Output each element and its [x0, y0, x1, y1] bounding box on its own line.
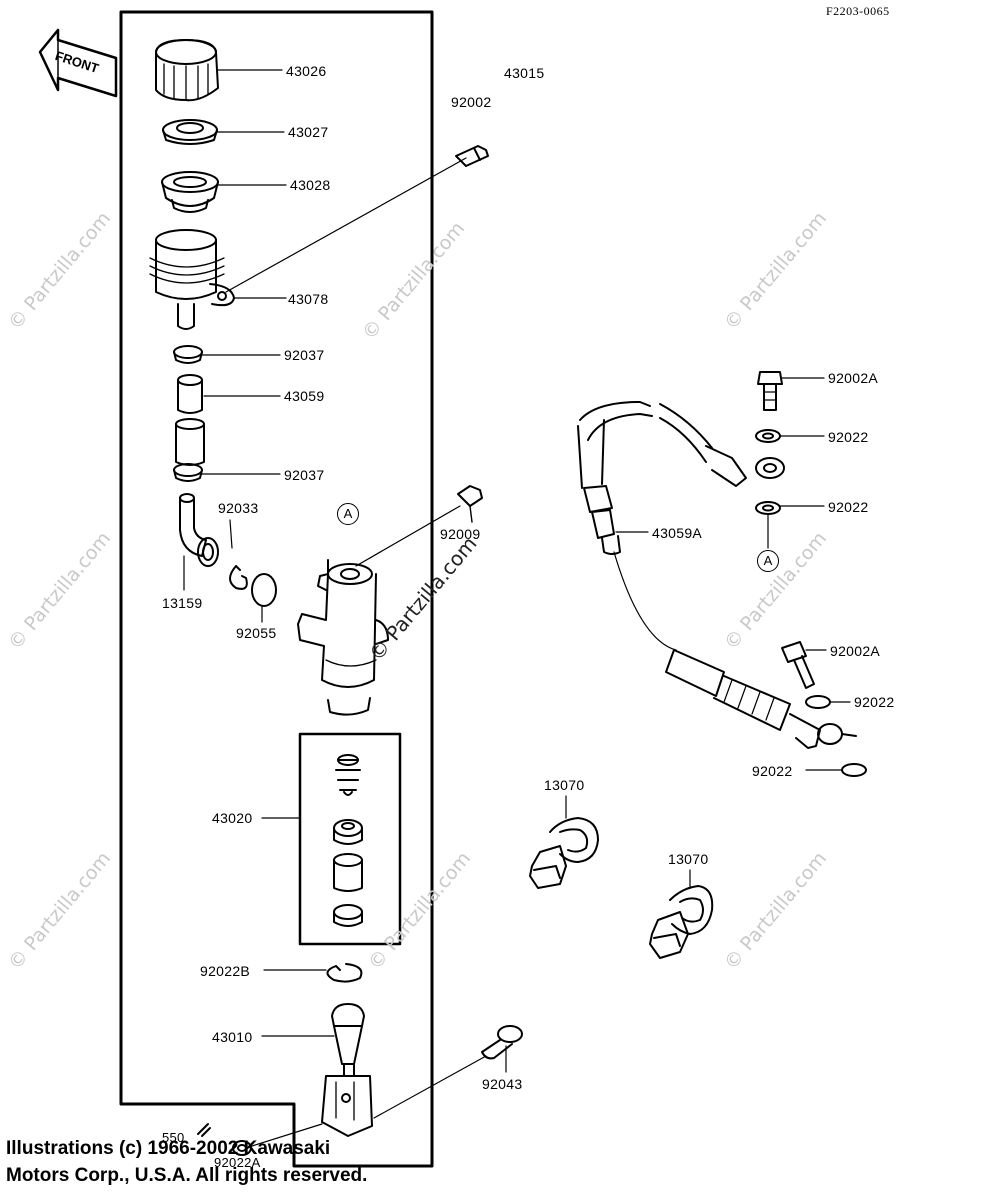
leader-92043-pin [373, 1055, 487, 1119]
circlip-92022B-part [326, 963, 363, 983]
secondary-cup-part [333, 904, 363, 927]
washer-92022-d-part [841, 763, 867, 777]
piston-cup-part [333, 819, 363, 845]
part-label-43015: 43015 [504, 65, 545, 81]
part-label-13070-b: 13070 [668, 851, 709, 867]
part-label-92037-top: 92037 [284, 347, 325, 363]
diaphragm-plate-part [162, 119, 218, 145]
callout-a-left: A [337, 503, 359, 525]
push-rod-part [321, 1003, 373, 1137]
part-label-92022-c: 92022 [854, 694, 895, 710]
brake-hose-part [577, 401, 785, 555]
master-cylinder-body-part [297, 559, 389, 716]
part-label-43020: 43020 [212, 810, 253, 826]
leader-92033 [229, 519, 233, 549]
spring-part [335, 754, 361, 796]
part-label-43078: 43078 [288, 291, 329, 307]
copyright-notice: Illustrations (c) 1966-2002 Kawasaki Mot… [6, 1135, 367, 1189]
o-ring-92055-part [251, 573, 277, 607]
reservoir-cap-part [155, 39, 219, 102]
washer-92022-a-part [755, 429, 781, 443]
piston-kit-box [298, 732, 402, 946]
part-label-92022B: 92022B [200, 963, 251, 979]
leader-washer-to-rod [251, 1123, 323, 1147]
clevis-pin-part [481, 1025, 523, 1060]
part-label-92009: 92009 [440, 526, 481, 542]
elbow-fitting-part [179, 493, 219, 567]
part-label-92022-d: 92022 [752, 763, 793, 779]
hose-clamp-top-part [173, 345, 203, 364]
diagram-code: F2203-0065 [826, 4, 890, 18]
part-label-92002A-mid: 92002A [830, 643, 881, 659]
part-label-92043: 92043 [482, 1076, 523, 1092]
part-label-43010: 43010 [212, 1029, 253, 1045]
part-label-43026: 43026 [286, 63, 327, 79]
hose-continuation-line [613, 551, 677, 651]
part-label-43027: 43027 [288, 124, 329, 140]
assembly-outline-frame [119, 10, 434, 1168]
hose-guide-clamp-a-part [529, 817, 599, 889]
part-label-92002A-top: 92002A [828, 370, 879, 386]
part-label-92022-a: 92022 [828, 429, 869, 445]
part-label-550: 550 [162, 1130, 185, 1145]
part-label-43028: 43028 [290, 177, 331, 193]
hose-guide-clamp-b-part [649, 885, 714, 959]
part-label-92022-b: 92022 [828, 499, 869, 515]
piston-part [333, 853, 363, 892]
banjo-bolt-mid-part [781, 641, 815, 689]
bolt-92002-part [455, 145, 489, 167]
callout-a-right: A [757, 550, 779, 572]
front-arrow-badge [38, 28, 118, 98]
snap-ring-92033-part [229, 565, 248, 590]
washer-92022-c-part [805, 695, 831, 709]
leader-92002-bolt [225, 157, 467, 293]
part-label-13070-a: 13070 [544, 777, 585, 793]
reservoir-body-part [149, 229, 235, 330]
copyright-line-2: Motors Corp., U.S.A. All rights reserved… [6, 1165, 368, 1186]
part-label-92033: 92033 [218, 500, 259, 516]
brake-hose-lower-end-part [665, 649, 857, 749]
hose-clamp-bottom-part [173, 463, 203, 482]
leader-A-to-cylinder [355, 505, 461, 567]
part-label-43059: 43059 [284, 388, 325, 404]
copyright-line-1: Illustrations (c) 1966-2002 Kawasaki [6, 1138, 331, 1159]
cotter-pin-part [197, 1123, 211, 1137]
reservoir-hose-part [175, 374, 205, 466]
washer-92022-b-part [755, 501, 781, 515]
part-label-13159: 13159 [162, 595, 203, 611]
diaphragm-part [161, 171, 219, 213]
part-label-43059A: 43059A [652, 525, 703, 541]
banjo-bolt-top-part [757, 371, 783, 411]
screw-92009-part [457, 485, 483, 523]
part-label-92055: 92055 [236, 625, 277, 641]
part-label-92002: 92002 [451, 94, 492, 110]
part-label-92022A-bottom: 92022A [214, 1155, 261, 1170]
part-label-92037-bottom: 92037 [284, 467, 325, 483]
washer-92022A-bottom-part [232, 1140, 252, 1156]
